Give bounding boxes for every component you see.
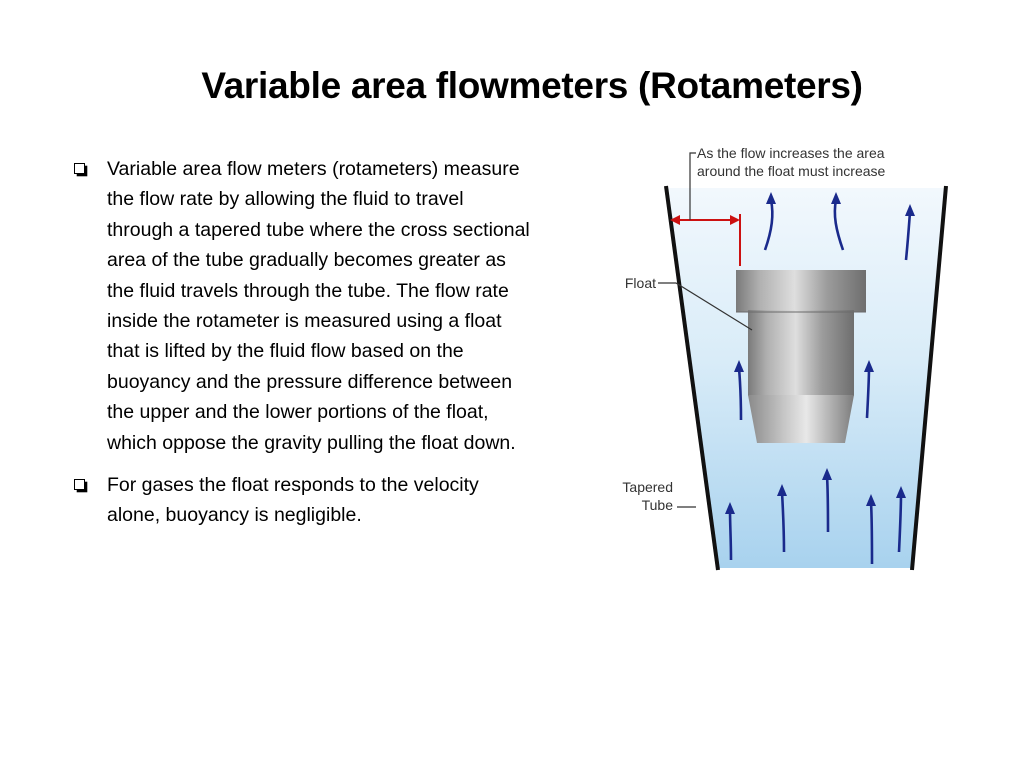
- flow-arrow-icon: [896, 486, 906, 553]
- bullet-text: Variable area flow meters (rotameters) m…: [107, 158, 530, 454]
- flow-arrow-icon: [904, 204, 915, 261]
- flow-arrow-icon: [763, 192, 776, 251]
- area-label-line2: around the float must increase: [697, 163, 886, 179]
- float-label-leader: [658, 282, 753, 331]
- rotameter-diagram: As the flow increases the area around th…: [600, 140, 960, 575]
- flow-arrow-icon: [725, 502, 735, 561]
- float-label: Float: [625, 275, 656, 291]
- area-label-line1: As the flow increases the area: [697, 145, 885, 161]
- checkbox-bullet-icon: [74, 163, 85, 174]
- bullet-text: For gases the float responds to the velo…: [107, 474, 479, 527]
- tube-wall-right: [910, 185, 948, 571]
- float-icon: [736, 270, 866, 443]
- checkbox-bullet-icon: [74, 479, 85, 491]
- bullet-item: Variable area flow meters (rotameters) m…: [72, 154, 532, 458]
- flow-arrow-icon: [777, 484, 787, 553]
- tube-wall-left: [664, 185, 720, 571]
- area-dimension-marker: [670, 214, 741, 266]
- rotameter-illustration: As the flow increases the area around th…: [622, 145, 948, 571]
- tube-label-line2: Tube: [642, 497, 674, 513]
- bullet-list: Variable area flow meters (rotameters) m…: [72, 154, 532, 543]
- flow-arrow-icon: [831, 192, 845, 251]
- flow-arrow-icon: [822, 468, 832, 533]
- area-label-leader: [689, 152, 696, 220]
- tube-label-line1: Tapered: [622, 479, 673, 495]
- slide-title: Variable area flowmeters (Rotameters): [201, 65, 863, 106]
- flow-arrow-icon: [734, 360, 744, 421]
- flow-arrow-icon: [864, 360, 874, 419]
- flow-arrow-icon: [866, 494, 876, 565]
- flow-arrows: [725, 192, 915, 565]
- bullet-item: For gases the float responds to the velo…: [72, 470, 532, 531]
